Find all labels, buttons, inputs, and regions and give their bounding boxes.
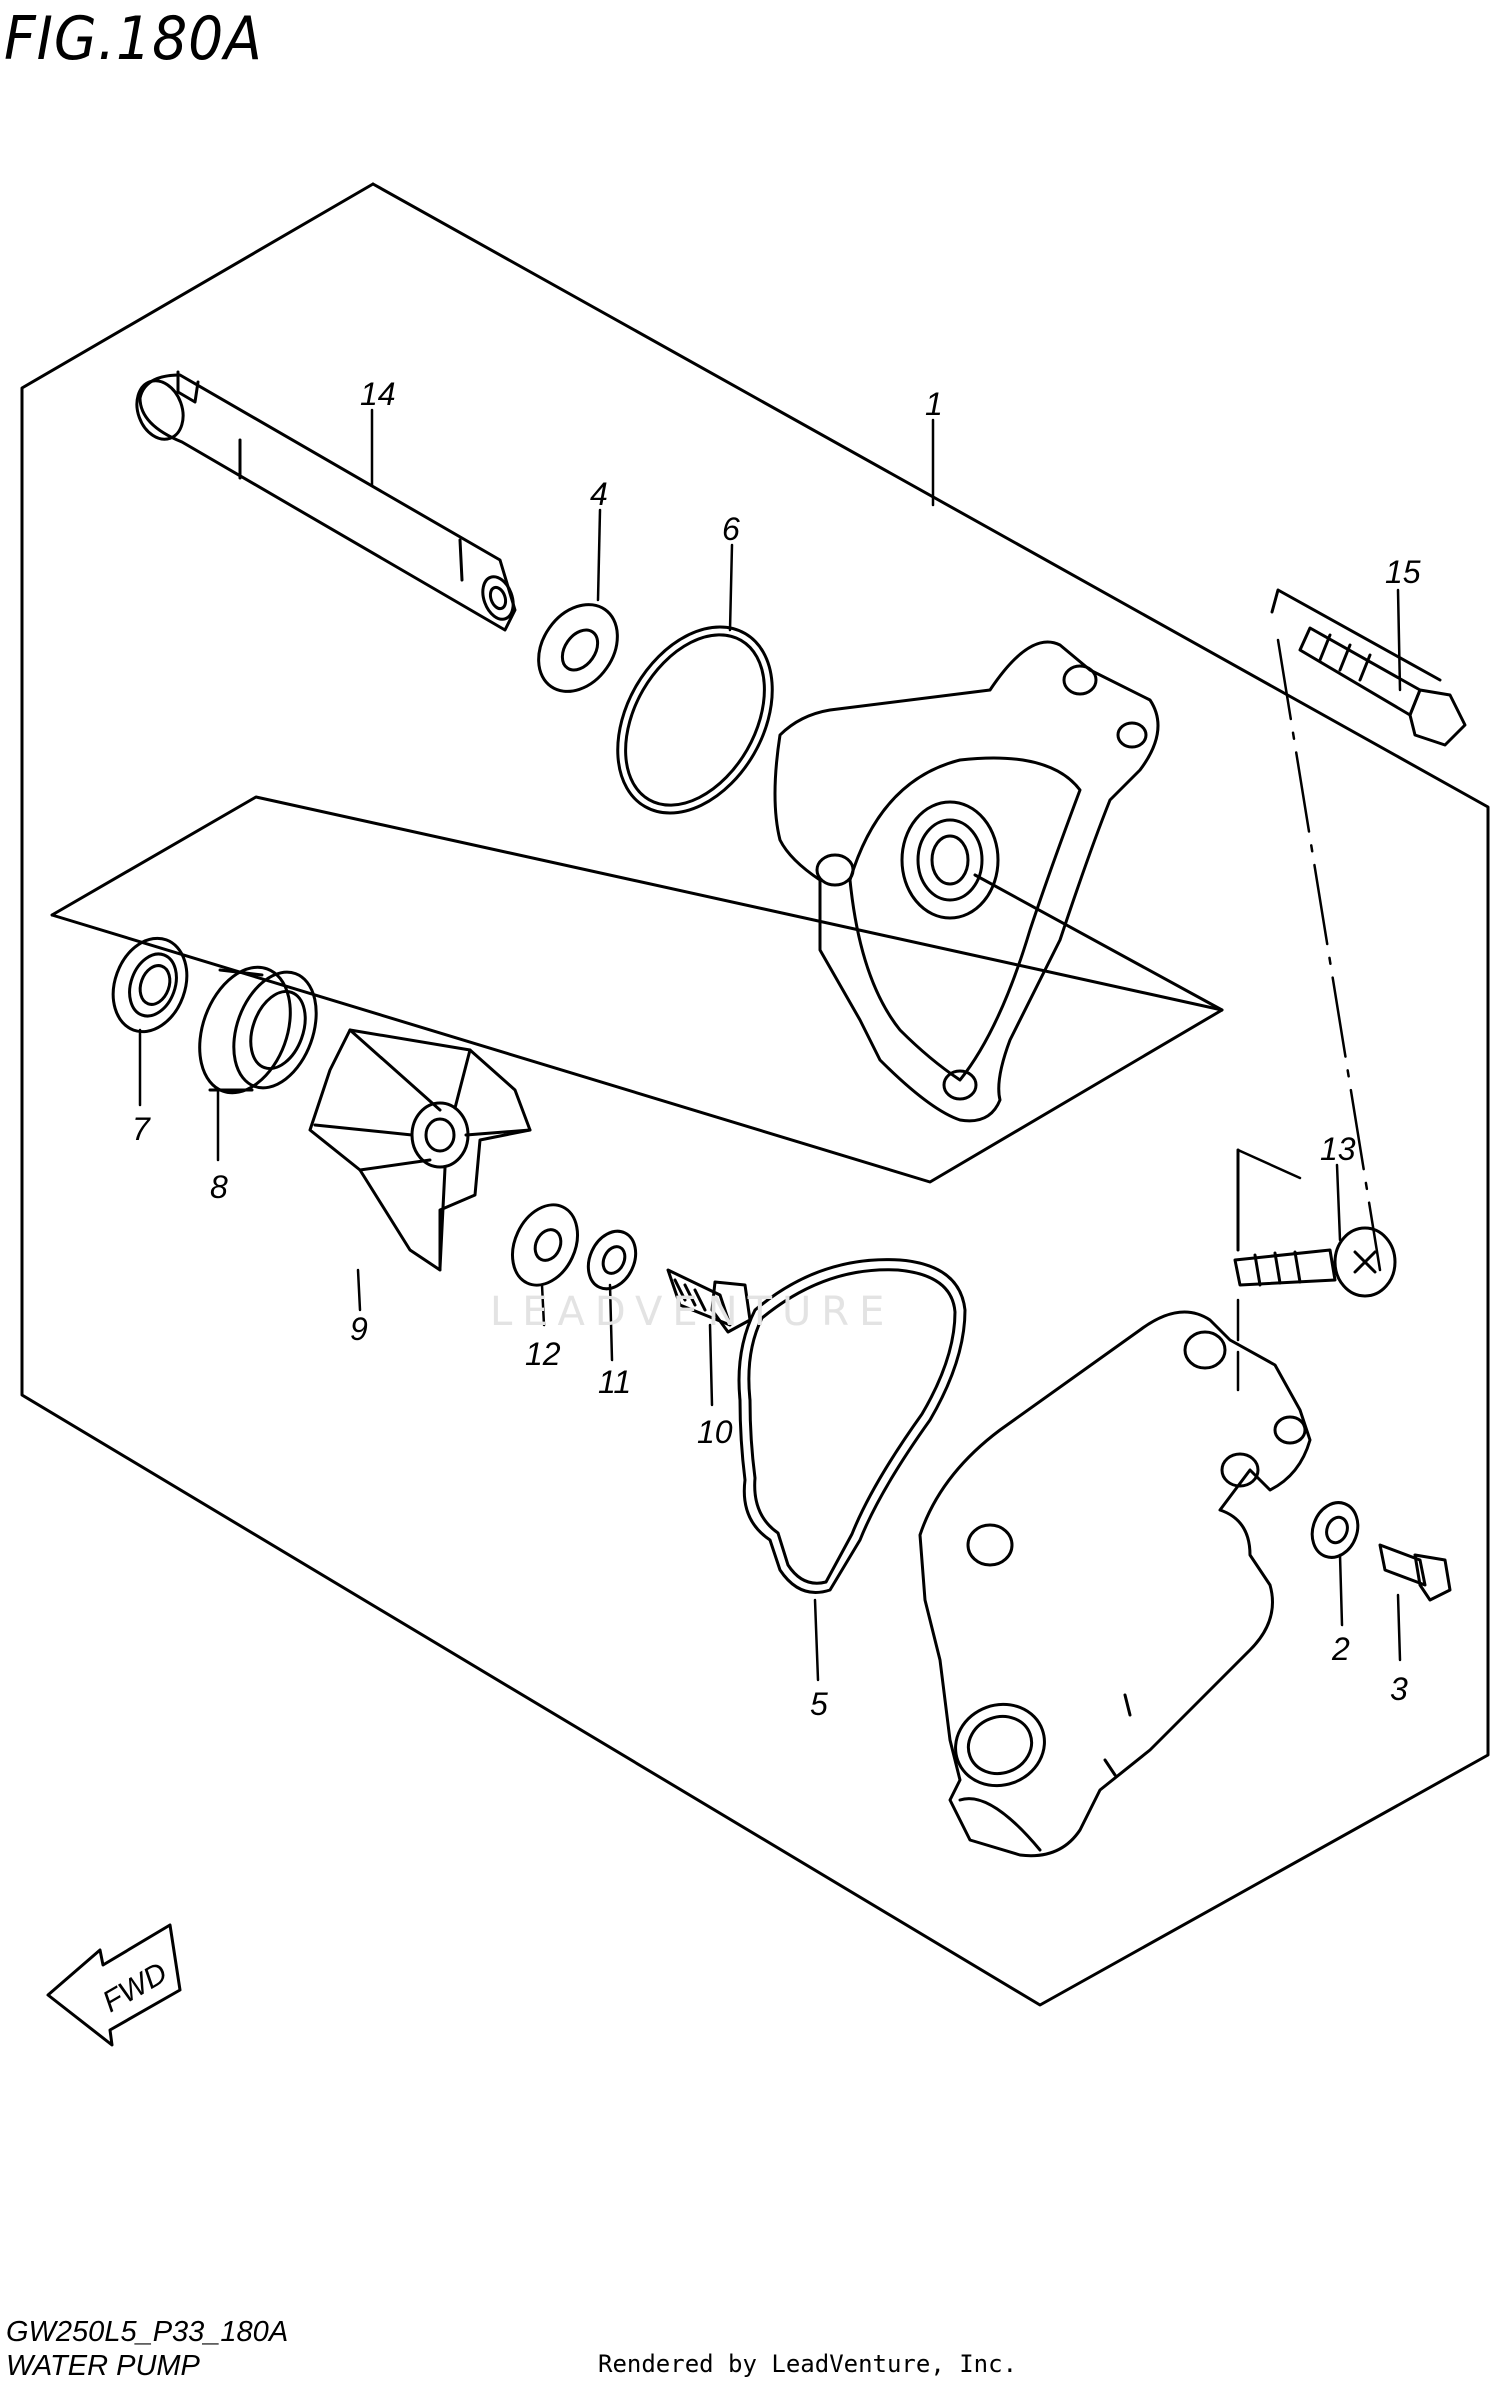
callout-10: 10: [697, 1414, 733, 1450]
o-ring-part-6: [616, 625, 774, 815]
cover-leader: [973, 873, 1224, 1012]
bolt-part-3: [1378, 1543, 1452, 1602]
callout-15: 15: [1385, 554, 1421, 590]
washer-part-12: [511, 1203, 579, 1287]
impeller-part-9: [308, 1028, 532, 1272]
bolt-15-bracket: [1270, 588, 1442, 682]
callout-8: 8: [210, 1169, 228, 1205]
watermark: LEADVENTURE: [490, 1289, 894, 1335]
sub-assembly-frame: [50, 795, 1224, 1184]
fwd-arrow: [46, 1923, 182, 2047]
gasket-part-5: [737, 1258, 967, 1594]
bolt-part-10: [666, 1268, 752, 1334]
callout-12: 12: [525, 1336, 561, 1372]
callout-1: 1: [925, 386, 943, 422]
figure-title: FIG.180A: [4, 4, 263, 74]
pump-housing: [918, 1310, 1312, 1858]
render-credit: Rendered by LeadVenture, Inc.: [598, 2350, 1018, 2378]
diagram-name: WATER PUMP: [6, 2350, 200, 2382]
callout-9: 9: [350, 1311, 368, 1347]
washer-part-4: [537, 603, 619, 693]
bolt-part-15: [1298, 626, 1467, 747]
pump-cover-part-1: [773, 640, 1160, 1123]
shaft-part-14: [135, 370, 517, 632]
callout-3: 3: [1390, 1671, 1408, 1707]
callout-5: 5: [810, 1686, 828, 1722]
callout-13: 13: [1320, 1131, 1356, 1167]
oil-seal-part-7: [111, 936, 189, 1034]
washer-part-2: [1310, 1501, 1360, 1559]
callout-7: 7: [132, 1111, 151, 1147]
callout-11: 11: [598, 1364, 631, 1400]
callout-14: 14: [360, 376, 396, 412]
callout-6: 6: [722, 511, 740, 547]
mechanical-seal-part-8: [198, 965, 318, 1095]
fwd-label: FWD: [97, 1956, 173, 2019]
bolt-part-13: [1233, 1226, 1397, 1298]
diagram-code: GW250L5_P33_180A: [6, 2316, 289, 2348]
callout-2: 2: [1331, 1631, 1350, 1667]
assembly-frame: [20, 182, 1490, 2007]
callout-4: 4: [590, 476, 608, 512]
washer-part-11: [586, 1229, 638, 1291]
